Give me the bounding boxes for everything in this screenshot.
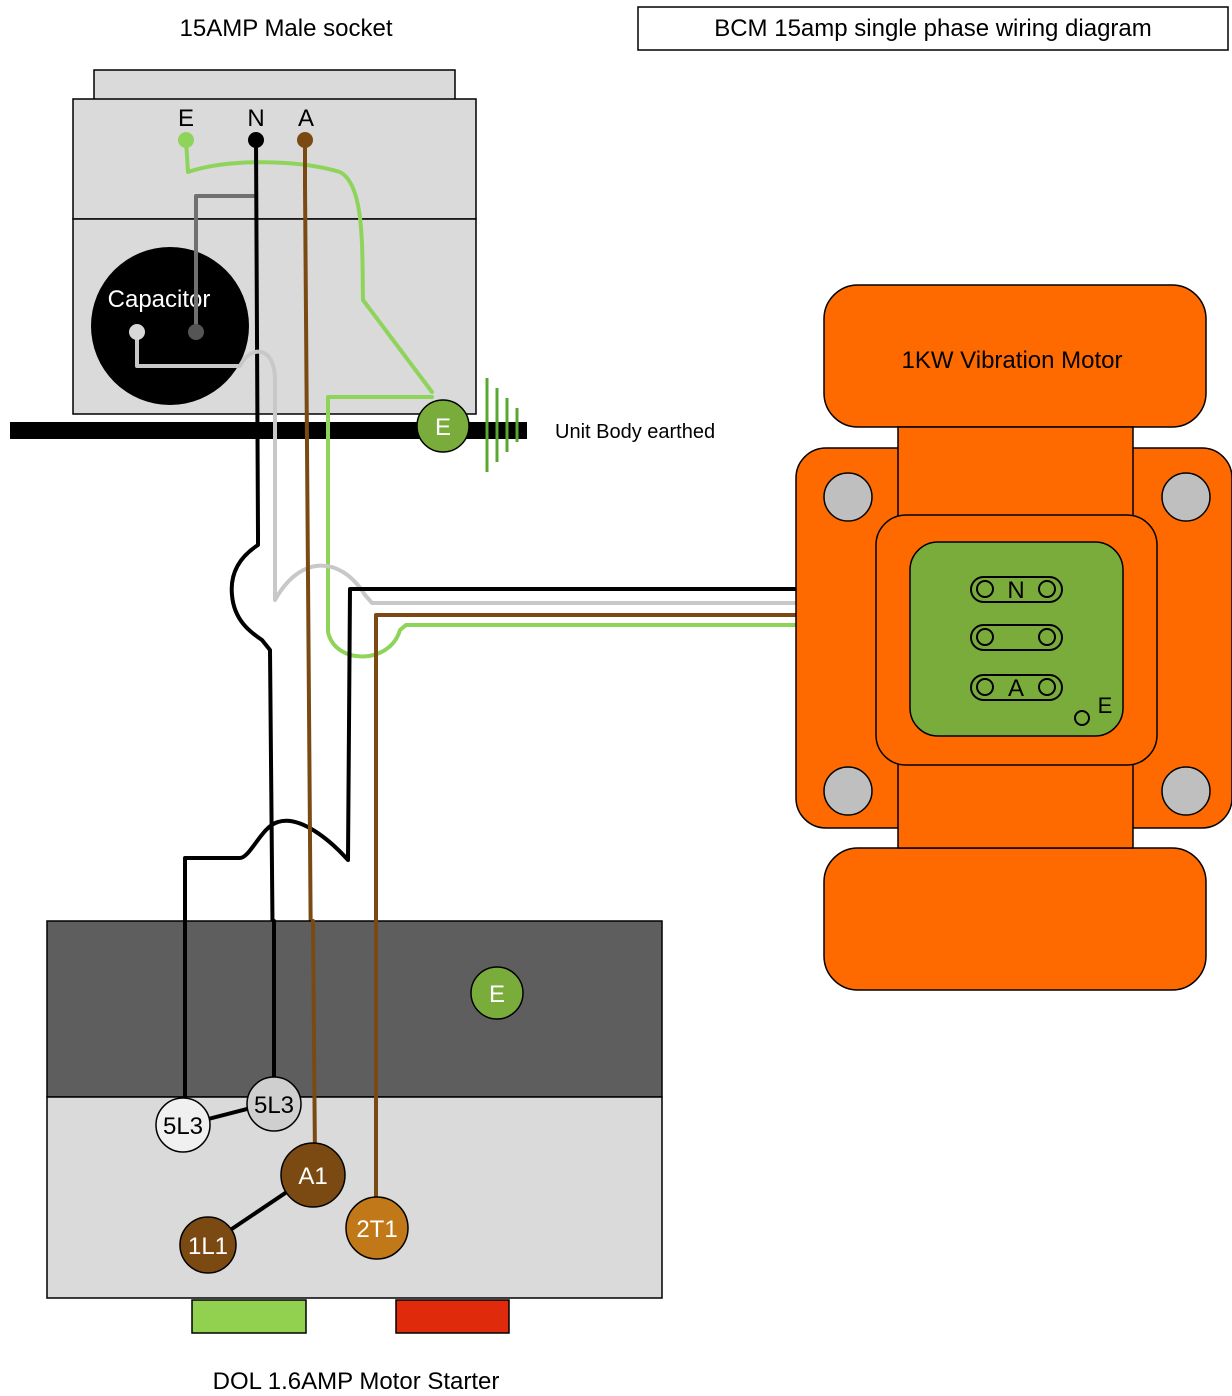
capacitor-internal-wire [194,194,257,332]
motor-bolt-hole [823,472,873,522]
socket-title: 15AMP Male socket [180,15,393,42]
motor-terminal-n-label: N [1007,577,1024,604]
starter-terminal-a1 [280,1142,346,1208]
motor-terminal-links [970,576,1090,726]
socket-terminal-e-label: E [178,105,194,132]
motor-bolt-hole [823,766,873,816]
starter-terminal-2t1 [345,1196,409,1260]
capacitor-label: Capacitor [108,286,211,313]
starter-earth-label: E [489,981,505,1008]
capacitor-terminal-light [129,324,145,340]
socket-terminal-a-dot [297,132,313,148]
motor-link-middle [970,624,1063,651]
motor-terminal-a-label: A [1008,675,1024,702]
starter-terminal-2t1-label: 2T1 [356,1216,397,1243]
starter-earth-terminal [470,966,524,1020]
earth-terminal [416,399,470,453]
starter-terminal-5l3-left-label: 5L3 [163,1113,203,1140]
socket-terminal-e-dot [178,132,194,148]
motor-link-a [970,674,1063,701]
starter-terminal-1l1 [179,1216,237,1274]
capacitor [91,247,249,405]
motor-terminal-e-label: E [1098,693,1113,718]
starter-terminal-1l1-label: 1L1 [188,1233,228,1260]
neutral-wire-socket [229,138,276,1092]
starter-terminal-5l3-right-label: 5L3 [254,1092,294,1119]
earth-wire-socket [184,138,434,394]
starter-lower-body [46,1096,663,1299]
starter-stop-button[interactable] [395,1299,510,1334]
socket-upper-body [72,98,477,220]
vibration-motor [795,284,1232,991]
starter-upper-body [46,920,663,1098]
starter-start-button[interactable] [191,1299,307,1334]
neutral-wire-motor [183,587,987,1127]
motor-link-n [970,576,1063,603]
diagram-title: BCM 15amp single phase wiring diagram [714,15,1152,42]
earth-wire-motor [326,395,1084,720]
socket-top-cap [93,69,456,101]
socket-terminal-a-label: A [298,105,314,132]
earth-terminal-label: E [435,414,451,441]
starter-title: DOL 1.6AMP Motor Starter [213,1368,500,1395]
capacitor-wire-motor [135,332,987,639]
unit-body-bar [10,422,527,439]
socket-terminal-n-label: N [247,105,264,132]
earth-symbol [485,378,519,472]
title-box [637,6,1229,51]
motor-bolt-hole [1161,766,1211,816]
starter-terminal-5l3-left [155,1097,211,1153]
motor-bottom-weight [823,847,1207,991]
socket-terminal-n-dot [248,132,264,148]
starter-terminal-5l3-right [246,1076,302,1132]
starter-terminal-a1-label: A1 [298,1163,327,1190]
motor-title: 1KW Vibration Motor [902,347,1123,374]
motor-bolt-hole [1161,472,1211,522]
earth-caption: Unit Body earthed [555,421,715,443]
motor-terminal-box [909,541,1124,737]
capacitor-terminal-dark [188,324,204,340]
